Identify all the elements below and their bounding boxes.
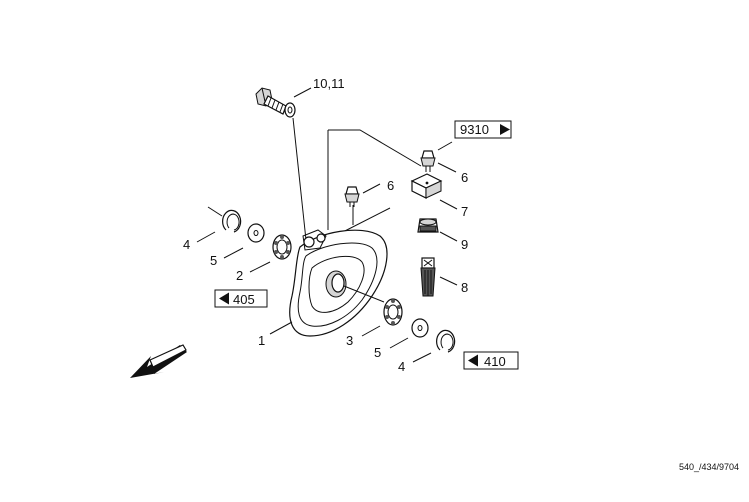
hex-nut [417,218,439,233]
label-9: 9 [461,237,468,252]
ref-405-text: 405 [233,292,255,307]
bearing-left [272,234,292,260]
cover-block [410,173,443,199]
label-8: 8 [461,280,468,295]
grease-nipple-left [344,186,360,207]
label-1: 1 [258,333,265,348]
bearing-right [383,298,403,326]
leader-4-left [196,231,216,243]
ref-box-9310[interactable]: 9310 [454,120,512,139]
washer-left [247,223,265,243]
ref-box-405[interactable]: 405 [214,289,268,308]
ref-box-410[interactable]: 410 [463,351,519,370]
bolt-with-washer [255,87,296,118]
snap-ring-left [222,209,242,233]
gear-housing [289,229,388,337]
leader-3 [361,325,381,337]
drawing-code: 540_/434/9704 [679,462,739,472]
grease-nipple-right [420,150,436,172]
arrow-right-icon [500,124,510,135]
brush-insert [420,257,436,297]
label-5-right: 5 [374,345,381,360]
label-4-right: 4 [398,359,405,374]
label-10-11: 10,11 [313,76,345,91]
ref-9310-text: 9310 [460,122,489,137]
leader-10-11 [293,87,312,98]
leader-4-right [412,352,432,363]
leader-9 [439,231,458,242]
leader-2 [249,261,271,273]
leader-8 [439,276,458,286]
leader-4-left-top [207,206,223,217]
label-5-left: 5 [210,253,217,268]
label-6-right: 6 [461,170,468,185]
assembly-line-bolt [292,117,307,241]
label-7: 7 [461,204,468,219]
leader-5-left [223,247,244,259]
washer-right [411,318,429,338]
snap-ring-right [436,329,456,353]
ref-410-text: 410 [484,354,506,369]
label-3: 3 [346,333,353,348]
assembly-line-b [328,129,422,167]
leader-1 [269,321,293,335]
arrow-left-icon [219,292,229,305]
arrow-left-icon [468,354,478,367]
label-4-left: 4 [183,237,190,252]
axis-line [343,285,385,303]
direction-arrow-icon [130,344,187,378]
label-6-left: 6 [387,178,394,193]
leader-9310 [437,141,453,151]
leader-7 [439,199,458,210]
leader-6-right [437,162,457,173]
leader-5-right [389,337,409,349]
label-2: 2 [236,268,243,283]
leader-6-left [362,183,381,194]
